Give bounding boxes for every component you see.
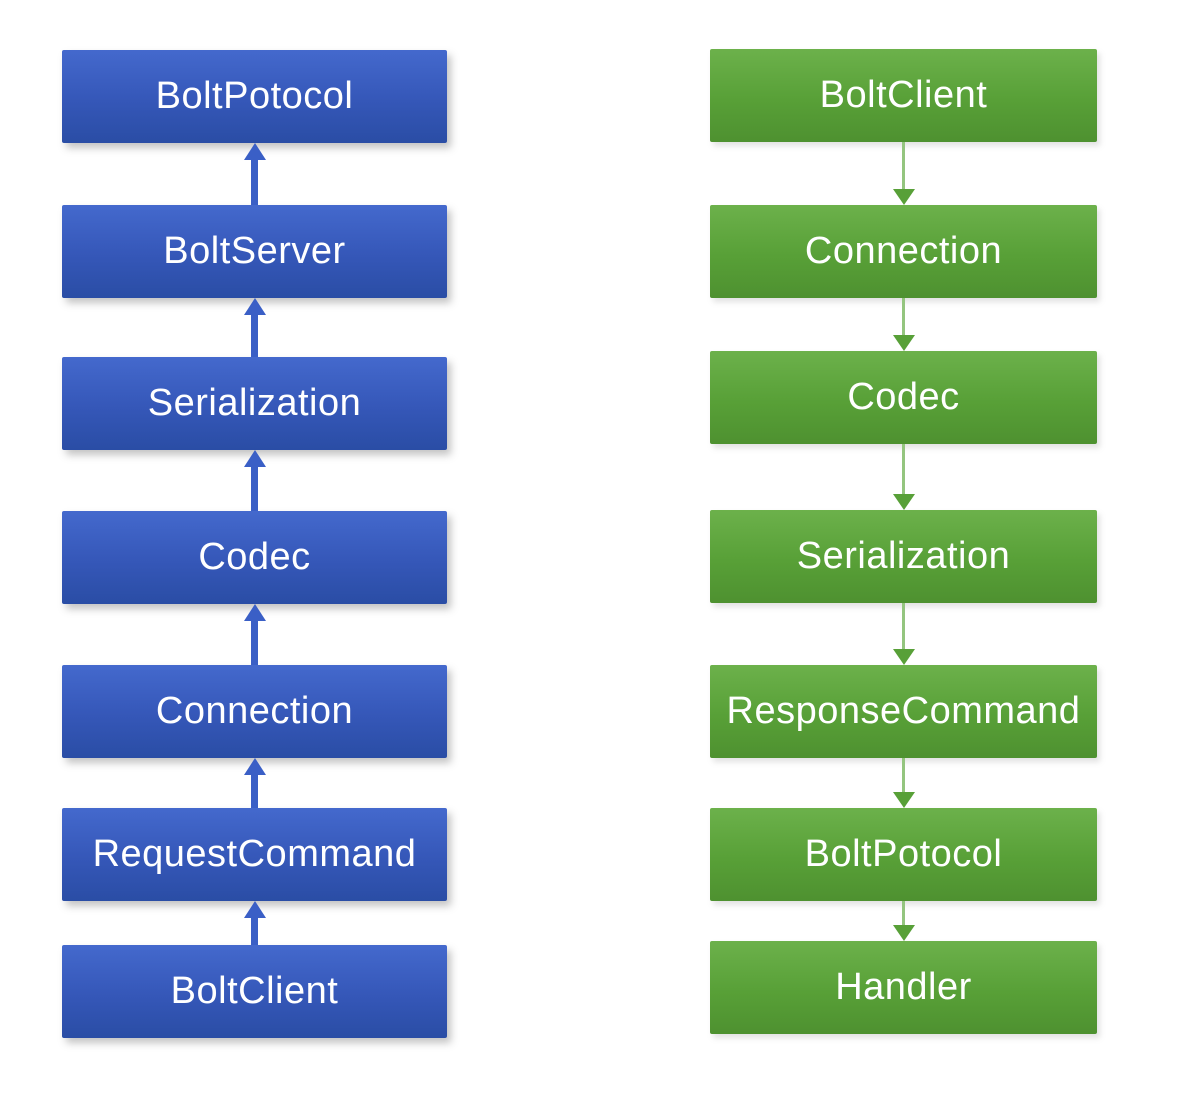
right-box-serialization: Serialization xyxy=(710,510,1097,603)
right-box-boltclient: BoltClient xyxy=(710,49,1097,142)
arrow-stem xyxy=(902,298,905,335)
arrow-stem xyxy=(251,621,258,665)
arrow-stem xyxy=(902,758,905,792)
arrow-head xyxy=(243,758,266,775)
right-box-responsecommand: ResponseCommand xyxy=(710,665,1097,758)
left-box-serialization: Serialization xyxy=(62,357,447,450)
right-box-connection: Connection xyxy=(710,205,1097,298)
down-arrow-icon xyxy=(892,603,915,665)
arrow-stem xyxy=(251,918,258,945)
arrow-stem xyxy=(902,901,905,925)
arrow-head xyxy=(243,604,266,621)
left-box-boltclient: BoltClient xyxy=(62,945,447,1038)
up-arrow-icon xyxy=(243,143,266,205)
down-arrow-icon xyxy=(892,901,915,941)
arrow-head xyxy=(892,335,915,351)
arrow-head xyxy=(892,649,915,665)
left-box-requestcommand: RequestCommand xyxy=(62,808,447,901)
arrow-head xyxy=(243,143,266,160)
left-box-boltpotocol: BoltPotocol xyxy=(62,50,447,143)
up-arrow-icon xyxy=(243,901,266,945)
down-arrow-icon xyxy=(892,758,915,808)
up-arrow-icon xyxy=(243,604,266,665)
down-arrow-icon xyxy=(892,298,915,351)
right-box-boltpotocol: BoltPotocol xyxy=(710,808,1097,901)
up-arrow-icon xyxy=(243,450,266,511)
left-box-connection: Connection xyxy=(62,665,447,758)
arrow-stem xyxy=(251,775,258,808)
arrow-stem xyxy=(902,603,905,649)
down-arrow-icon xyxy=(892,444,915,510)
arrow-stem xyxy=(251,467,258,511)
arrow-head xyxy=(243,450,266,467)
up-arrow-icon xyxy=(243,758,266,808)
right-box-codec: Codec xyxy=(710,351,1097,444)
arrow-stem xyxy=(251,315,258,357)
left-box-boltserver: BoltServer xyxy=(62,205,447,298)
arrow-head xyxy=(892,925,915,941)
arrow-head xyxy=(243,901,266,918)
arrow-stem xyxy=(902,142,905,189)
left-box-codec: Codec xyxy=(62,511,447,604)
arrow-head xyxy=(892,189,915,205)
arrow-stem xyxy=(251,160,258,205)
arrow-stem xyxy=(902,444,905,494)
arrow-head xyxy=(892,494,915,510)
right-box-handler: Handler xyxy=(710,941,1097,1034)
arrow-head xyxy=(892,792,915,808)
up-arrow-icon xyxy=(243,298,266,357)
arrow-head xyxy=(243,298,266,315)
down-arrow-icon xyxy=(892,142,915,205)
